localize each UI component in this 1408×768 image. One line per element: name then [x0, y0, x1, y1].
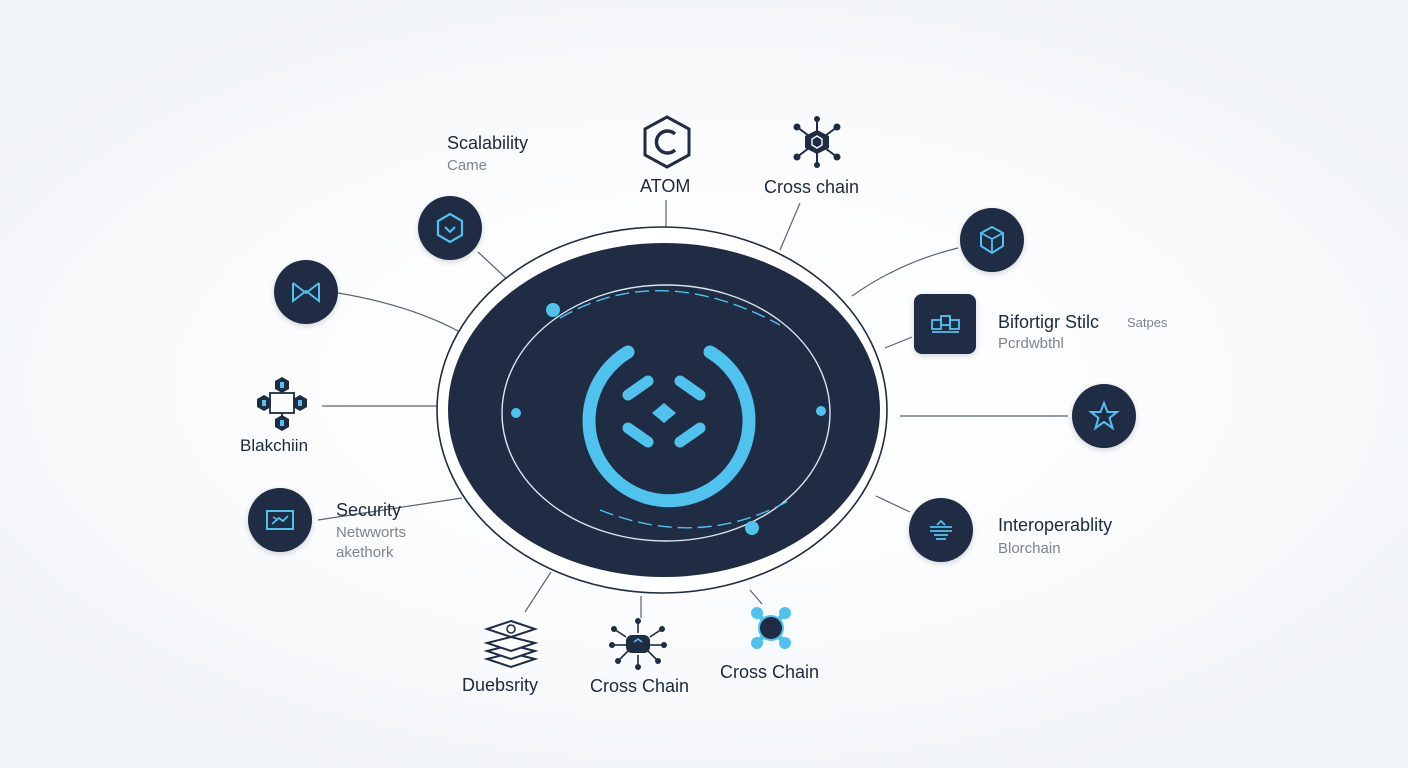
screen-plane-icon: [266, 510, 294, 530]
security-sublabel-2: akethork: [336, 544, 394, 561]
cross-chain-bottom-label: Cross Chain: [590, 676, 690, 696]
connector-lines: [317, 200, 1068, 618]
orbit-dot-right: [816, 406, 826, 416]
hub-dashed-arc-bottom: [599, 499, 791, 529]
cube-icon: [980, 225, 1004, 255]
bifortig-sublabel: Pcrdwbthl: [998, 335, 1064, 352]
hub-dashed-arc-top: [559, 290, 781, 326]
bifortig-word-b: Stilc: [1065, 312, 1100, 332]
node-right-lower[interactable]: [909, 498, 973, 562]
orbit-dot-top-left: [546, 303, 560, 317]
chip-network-icon[interactable]: [603, 614, 673, 674]
bowtie-icon: [292, 282, 320, 304]
network-hexagon-icon[interactable]: [782, 112, 852, 172]
bifortig-word: Bifortigr: [998, 312, 1061, 332]
atom-label: ATOM: [640, 176, 691, 196]
cross-chain-bottom-right-label: Cross Chain: [720, 662, 820, 682]
duebsrity-label: Duebsrity: [462, 675, 539, 695]
hub-inner-ring: [501, 284, 831, 542]
scalability-label: Scalability: [447, 133, 529, 153]
node-security[interactable]: [248, 488, 312, 552]
satellite-node-icon[interactable]: [736, 598, 806, 658]
interoperability-sublabel: Blorchain: [998, 540, 1061, 557]
node-left[interactable]: [274, 260, 338, 324]
connector-right-mid: [884, 336, 913, 349]
blockchain-left-label: Blakchiin: [240, 436, 309, 455]
hexagon-c-icon[interactable]: [632, 112, 702, 172]
node-right-star[interactable]: [1072, 384, 1136, 448]
circuit-blocks-icon: [931, 315, 960, 333]
block-network-icon[interactable]: [247, 374, 317, 434]
hexagon-check-icon: [436, 212, 464, 244]
scalability-sublabel: Came: [447, 157, 488, 174]
connector-upper-left: [477, 251, 509, 281]
bifortig-tail: Satpes: [1127, 315, 1168, 330]
connector-right-top: [851, 247, 959, 297]
cosmos-logo-icon: [582, 345, 756, 508]
node-right-mid[interactable]: [914, 294, 976, 354]
cross-chain-top-label: Cross chain: [764, 177, 860, 197]
security-label: Security: [336, 500, 402, 520]
orbit-dot-left: [511, 408, 521, 418]
orbit-dot-bottom-right: [745, 521, 759, 535]
connector-cross-chain-top: [779, 202, 801, 251]
layers-icon: [930, 519, 952, 540]
connector-security: [317, 497, 463, 521]
connector-duebsrity: [524, 571, 552, 613]
connector-cross-chain-bottom-right: [749, 589, 763, 605]
star-icon: [1088, 400, 1120, 431]
node-upper-left[interactable]: [418, 196, 482, 260]
connector-left: [337, 292, 461, 333]
node-right-top[interactable]: [960, 208, 1024, 272]
stacked-layers-icon[interactable]: [476, 614, 546, 674]
interoperability-label: Interoperablity: [998, 515, 1113, 535]
security-sublabel-1: Netwworts: [336, 524, 407, 541]
connector-right-lower: [875, 495, 911, 513]
bifortig-label: Bifortigr Stilc: [998, 313, 1099, 331]
